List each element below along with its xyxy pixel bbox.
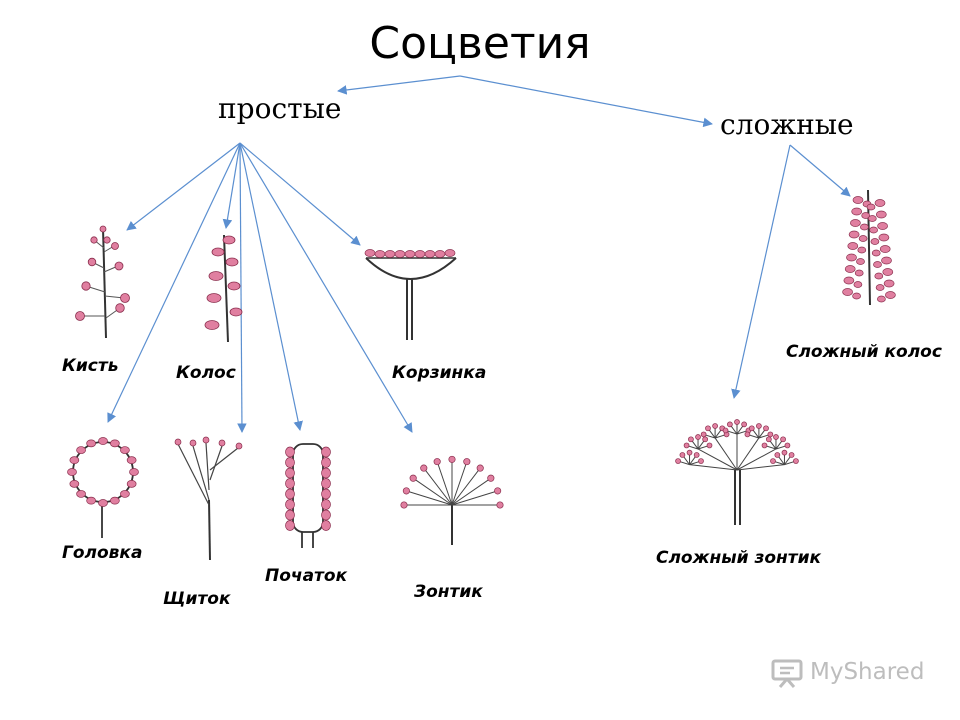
pochatok-drawing — [285, 443, 331, 548]
label-shchitok: Щиток — [163, 589, 231, 609]
myshared-logo: MyShared — [770, 656, 950, 692]
label-pochatok: Початок — [265, 566, 348, 586]
projector-icon — [771, 659, 803, 688]
label-slozhny-zontik: Сложный зонтик — [656, 548, 822, 568]
kist-drawing — [75, 225, 130, 339]
arrow-to-kolos — [222, 142, 241, 229]
slozhny-zontik-drawing — [675, 419, 799, 525]
arrow-to-korzinka — [239, 142, 361, 246]
label-kolos: Колос — [176, 363, 236, 383]
category-simple: простые — [218, 92, 342, 125]
arrow-to-slozhny-kolos — [789, 144, 851, 197]
label-slozhny-kolos: Сложный колос — [786, 342, 942, 362]
label-kist: Кисть — [62, 356, 119, 376]
korzinka-drawing — [364, 249, 457, 340]
arrow-to-complex — [459, 75, 713, 128]
arrow-to-kist — [126, 142, 241, 231]
arrow-to-slozhny-zontik — [731, 144, 791, 399]
arrows — [107, 75, 851, 433]
zontik-drawing — [400, 455, 504, 545]
arrow-to-pochatok — [239, 142, 303, 431]
logo-text: MyShared — [810, 659, 925, 685]
kolos-drawing — [204, 234, 243, 343]
category-complex: сложные — [720, 108, 854, 141]
shchitok-drawing — [174, 436, 243, 561]
label-korzinka: Корзинка — [392, 363, 487, 383]
golovka-drawing — [67, 437, 139, 538]
arrow-to-golovka — [107, 142, 241, 423]
arrow-to-simple — [337, 75, 461, 95]
page-title: Соцветия — [369, 18, 591, 69]
arrow-to-zontik — [239, 142, 413, 433]
label-golovka: Головка — [62, 543, 143, 563]
label-zontik: Зонтик — [414, 582, 483, 602]
slozhny-kolos-drawing — [842, 189, 896, 306]
arrow-to-shchitok — [237, 142, 247, 433]
